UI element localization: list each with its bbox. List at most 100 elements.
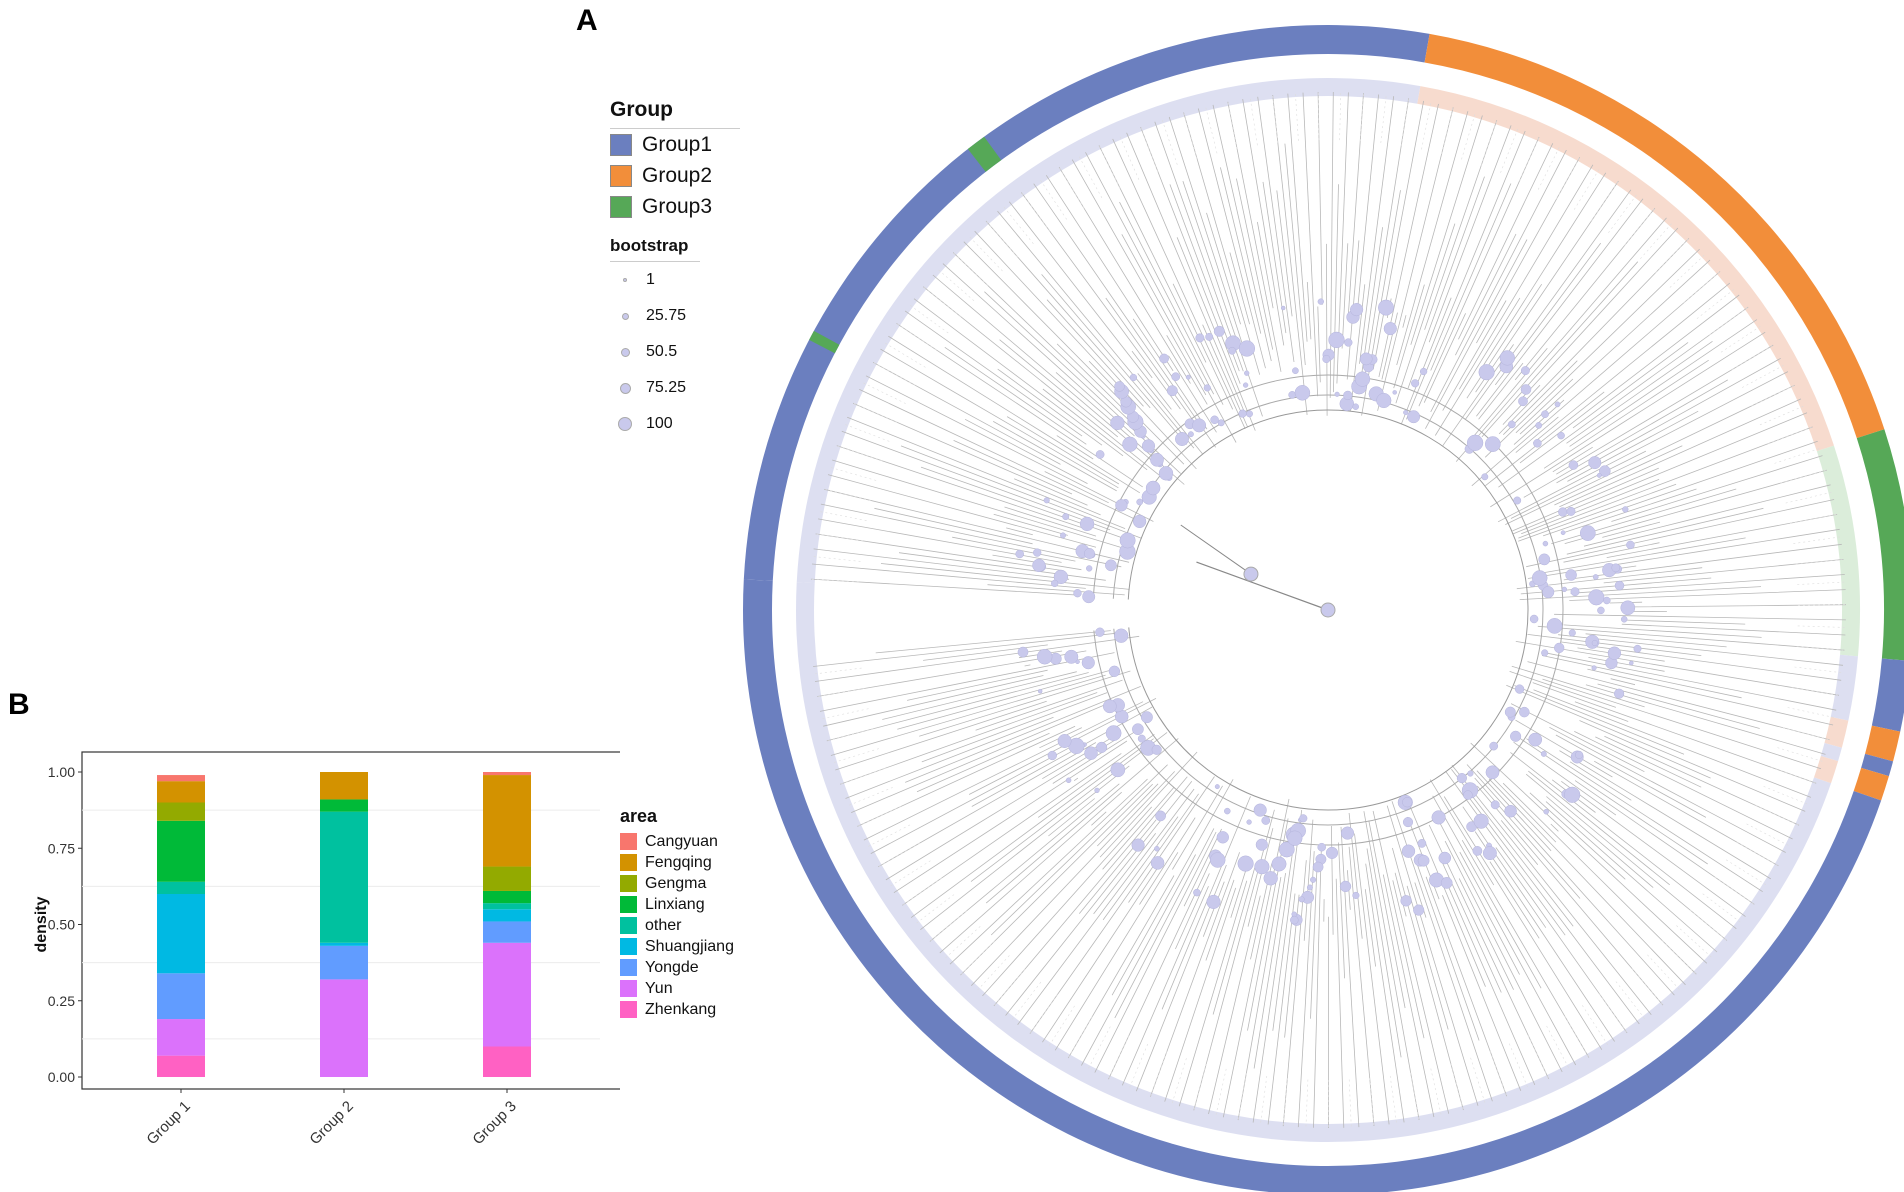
tip-label-band: [1824, 716, 1849, 748]
bootstrap-node: [1490, 800, 1500, 810]
bootstrap-node: [1518, 396, 1528, 407]
bootstrap-node: [1110, 762, 1126, 778]
bootstrap-node: [1383, 322, 1397, 336]
area-legend-item: Fengqing: [620, 852, 734, 873]
area-legend-item: Zhenkang: [620, 999, 734, 1020]
bootstrap-dot: [620, 347, 630, 357]
bootstrap-node: [1228, 346, 1236, 355]
bootstrap-node: [1533, 439, 1542, 448]
bootstrap-node: [1216, 831, 1229, 844]
bootstrap-node: [1354, 371, 1371, 387]
bootstrap-node: [1244, 370, 1250, 376]
bootstrap-node: [1205, 332, 1214, 341]
bootstrap-dot-cell: [610, 382, 640, 394]
bootstrap-node: [1141, 439, 1156, 453]
bootstrap-node: [1463, 790, 1473, 800]
bootstrap-node: [1481, 473, 1489, 481]
bootstrap-node: [1359, 352, 1373, 366]
bootstrap-node: [1206, 894, 1221, 909]
bootstrap-node: [1254, 859, 1270, 875]
tip-label-band: [1830, 654, 1858, 721]
bootstrap-node: [1564, 786, 1581, 803]
bootstrap-node: [1591, 639, 1598, 647]
bootstrap-node: [1473, 813, 1489, 829]
bootstrap-node: [1514, 684, 1525, 694]
bootstrap-node: [1340, 826, 1355, 840]
group-legend-item: Group3: [610, 191, 760, 222]
bootstrap-node: [1151, 744, 1162, 755]
bootstrap-node: [1554, 642, 1565, 654]
group-swatch: [610, 164, 632, 187]
bootstrap-node: [1570, 587, 1580, 597]
bar-segment: [157, 894, 205, 974]
bootstrap-node: [1466, 434, 1484, 451]
backbone-arc: [1092, 374, 1564, 846]
bootstrap-node: [1243, 566, 1259, 582]
bootstrap-node: [1489, 741, 1499, 751]
x-tick-label: Group 2: [306, 1098, 356, 1148]
bootstrap-node: [1438, 851, 1452, 865]
bootstrap-node: [1467, 770, 1474, 777]
bootstrap-node: [1238, 340, 1256, 357]
bootstrap-node: [1565, 569, 1577, 581]
tip-label-band: [1820, 743, 1842, 762]
area-legend-title: area: [620, 806, 658, 826]
bootstrap-node: [1620, 616, 1628, 623]
bootstrap-node: [1081, 656, 1095, 670]
bar-segment: [483, 909, 531, 922]
bootstrap-node: [1403, 409, 1409, 416]
bootstrap-node: [1292, 367, 1299, 375]
bar-segment: [483, 942, 531, 1047]
bootstrap-node: [1140, 711, 1153, 724]
bootstrap-node: [1485, 765, 1500, 780]
group-label: Group1: [642, 132, 713, 156]
bootstrap-node: [1108, 665, 1121, 677]
bootstrap-node: [1242, 382, 1249, 388]
bootstrap-node: [1482, 846, 1497, 861]
bootstrap-node: [1529, 614, 1539, 624]
bootstrap-node: [1298, 896, 1305, 903]
bootstrap-node: [1614, 580, 1625, 591]
bootstrap-node: [1224, 807, 1231, 815]
panel-label-b: B: [8, 688, 30, 721]
bootstrap-node: [1568, 460, 1579, 470]
bootstrap-node: [1599, 465, 1611, 477]
bootstrap-node: [1554, 401, 1561, 408]
bootstrap-node: [1603, 596, 1611, 605]
bootstrap-node: [1187, 431, 1194, 438]
bootstrap-legend-item: 75.25: [610, 370, 760, 406]
bootstrap-node: [1136, 498, 1144, 506]
bootstrap-legend-item: 100: [610, 406, 760, 442]
bootstrap-node: [1037, 688, 1043, 694]
bootstrap-node: [1158, 466, 1174, 481]
bar-segment: [483, 921, 531, 943]
bootstrap-node: [1015, 549, 1024, 559]
group-swatch: [610, 195, 632, 218]
bar-segment: [157, 820, 205, 882]
bootstrap-node: [1472, 846, 1483, 856]
area-legend-item: Gengma: [620, 873, 734, 894]
bootstrap-node: [1607, 646, 1622, 660]
bootstrap-dot: [619, 382, 631, 394]
group-ring-segment: [1856, 429, 1904, 661]
bootstrap-node: [1084, 548, 1095, 559]
bootstrap-dot: [618, 417, 632, 431]
tip-label-band: [1813, 755, 1839, 784]
bootstrap-node: [1175, 432, 1189, 446]
bootstrap-node: [1073, 589, 1082, 598]
bar-segment: [157, 881, 205, 894]
bootstrap-node: [1413, 904, 1425, 916]
bootstrap-node: [1531, 570, 1548, 586]
area-legend-item: Linxiang: [620, 894, 734, 915]
bootstrap-node: [1417, 839, 1427, 848]
bootstrap-node: [1105, 559, 1117, 572]
panel-label-a: A: [576, 4, 598, 37]
bootstrap-node: [1159, 353, 1169, 364]
bootstrap-node: [1510, 730, 1522, 742]
bootstrap-node: [1084, 746, 1098, 760]
bootstrap-node: [1096, 741, 1108, 753]
backbone-arc: [1127, 409, 1529, 811]
